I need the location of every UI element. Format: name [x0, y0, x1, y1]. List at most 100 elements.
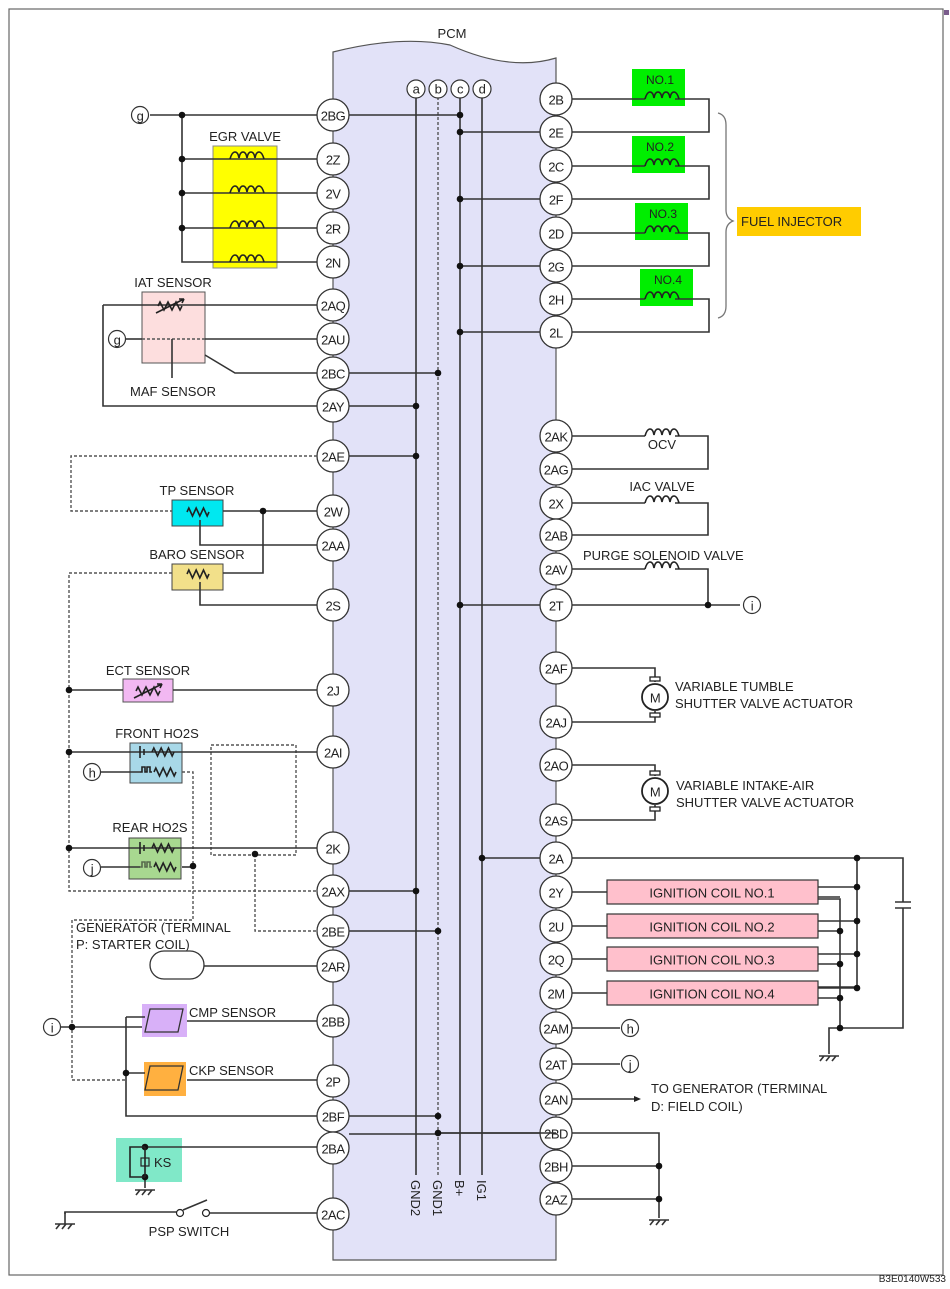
fuel-injector-group[interactable]: FUEL INJECTOR	[717, 112, 861, 319]
ocv[interactable]: OCV	[648, 437, 677, 452]
thermistor-arrow-icon	[155, 298, 185, 314]
pin-label: 2Y	[549, 886, 565, 901]
junction-dot	[189, 862, 197, 870]
front-ho2s[interactable]: FRONT HO2S	[115, 726, 199, 784]
variable-tumble-actuator[interactable]: VARIABLE TUMBLE SHUTTER VALVE ACTUATOR	[675, 679, 853, 711]
wire	[818, 898, 841, 1028]
baro-sensor[interactable]: BARO SENSOR	[149, 547, 245, 591]
ignition-coil-box	[606, 980, 819, 1006]
pin-label: 2BC	[321, 367, 345, 382]
pin-2Q: 2Q	[539, 942, 573, 976]
pin-circle	[316, 1131, 350, 1165]
ignition-coil-no1[interactable]: IGNITION COIL NO.1	[606, 879, 819, 905]
junction-dot	[65, 686, 73, 694]
ignition-coil-box	[606, 913, 819, 939]
vts-label-1: VARIABLE TUMBLE	[675, 679, 794, 694]
pins-left: 2BG2Z2V2R2N2AQ2AU2BC2AY2AE2W2AA2S2J2AI2K…	[316, 98, 350, 1231]
wire	[572, 711, 656, 723]
connector-j-icon	[620, 1054, 640, 1074]
tp-sensor[interactable]: TP SENSOR	[160, 483, 235, 527]
junction-dot	[478, 854, 486, 862]
cmp-sensor[interactable]: CMP SENSOR	[142, 1004, 276, 1037]
wire	[840, 908, 904, 1029]
wire	[199, 520, 317, 546]
pin-label: 2BA	[321, 1142, 345, 1157]
injector-box	[640, 269, 693, 306]
iac-valve[interactable]: IAC VALVE	[629, 479, 695, 494]
purge-solenoid-valve[interactable]: PURGE SOLENOID VALVE	[583, 548, 744, 563]
junction-dot	[655, 1162, 663, 1170]
junction-dot	[434, 369, 442, 377]
pin-label: 2AB	[544, 529, 567, 544]
pin-2AO: 2AO	[539, 748, 573, 782]
bus-label-c: B+	[452, 1180, 467, 1196]
pin-label: 2X	[549, 497, 565, 512]
coil-icon	[644, 428, 680, 437]
iat-maf-sensor[interactable]: IAT SENSOR MAF SENSOR	[130, 275, 216, 399]
injector-label: NO.1	[646, 73, 674, 87]
wire	[181, 115, 317, 263]
connector-g-icon	[130, 105, 150, 125]
pin-label: 2AE	[321, 450, 345, 465]
junction-dot	[259, 507, 267, 515]
pin-label: 2AJ	[546, 716, 567, 731]
injector-no1[interactable]: NO.1	[632, 69, 685, 106]
thermistor-arrow-icon	[133, 683, 163, 699]
wires	[61, 98, 904, 1224]
junction-dot	[836, 1024, 844, 1032]
junction-dot	[836, 994, 844, 1002]
starter-coil-symbol	[149, 950, 205, 980]
pin-label: 2R	[325, 222, 341, 237]
ignition-coil-no2[interactable]: IGNITION COIL NO.2	[606, 913, 819, 939]
pin-label: 2BH	[544, 1160, 568, 1175]
psp-switch[interactable]: PSP SWITCH	[149, 1224, 230, 1239]
connector-i-icon	[742, 595, 762, 615]
ignition-coil-no4[interactable]: IGNITION COIL NO.4	[606, 980, 819, 1006]
egr-valve[interactable]: EGR VALVE	[209, 129, 281, 269]
iac-valve-label: IAC VALVE	[629, 479, 695, 494]
pin-label: 2BD	[544, 1127, 568, 1142]
pin-2K: 2K	[316, 831, 350, 865]
injector-no4[interactable]: NO.4	[640, 269, 693, 306]
junction-dot	[836, 960, 844, 968]
pin-2AG: 2AG	[539, 452, 573, 486]
pin-label: 2AU	[321, 333, 345, 348]
cmp-sensor-label: CMP SENSOR	[189, 1005, 276, 1020]
pin-2H: 2H	[539, 282, 573, 316]
pin-label: 2Q	[548, 953, 565, 968]
wire	[572, 98, 710, 133]
pin-2T: 2T	[539, 588, 573, 622]
variable-intake-air-actuator[interactable]: VARIABLE INTAKE-AIR SHUTTER VALVE ACTUAT…	[676, 778, 854, 810]
pin-2N: 2N	[316, 245, 350, 279]
ckp-sensor[interactable]: CKP SENSOR	[144, 1062, 274, 1096]
pin-label: 2AM	[543, 1022, 568, 1037]
to-generator-terminal-d[interactable]: TO GENERATOR (TERMINAL D: FIELD COIL)	[651, 1081, 827, 1114]
ground-icon	[135, 1189, 155, 1196]
pin-label: 2N	[325, 256, 341, 271]
front-ho2s-label: FRONT HO2S	[115, 726, 199, 741]
junction-dot	[456, 328, 464, 336]
pin-2G: 2G	[539, 249, 573, 283]
pin-label: 2AO	[544, 759, 569, 774]
junction-dot	[456, 111, 464, 119]
connector-j-icon	[82, 858, 102, 878]
pin-label: 2AY	[322, 400, 345, 415]
rear-ho2s[interactable]: REAR HO2S	[112, 820, 188, 880]
injector-no2[interactable]: NO.2	[632, 136, 685, 173]
injector-box	[632, 69, 685, 106]
injector-no3[interactable]: NO.3	[635, 203, 688, 240]
ignition-coil-no3[interactable]: IGNITION COIL NO.3	[606, 946, 819, 972]
junction-dot	[456, 601, 464, 609]
ect-sensor[interactable]: ECT SENSOR	[106, 663, 190, 703]
wire	[572, 857, 904, 902]
pin-2AI: 2AI	[316, 735, 350, 769]
pin-label: 2V	[326, 187, 342, 202]
shield-box	[210, 744, 297, 856]
pin-label: 2C	[548, 160, 564, 175]
generator-terminal-p[interactable]: GENERATOR (TERMINAL P: STARTER COIL)	[76, 920, 231, 980]
pin-2BC: 2BC	[316, 356, 350, 390]
pin-label: 2BG	[321, 109, 346, 124]
connector-h-icon	[620, 1018, 640, 1038]
